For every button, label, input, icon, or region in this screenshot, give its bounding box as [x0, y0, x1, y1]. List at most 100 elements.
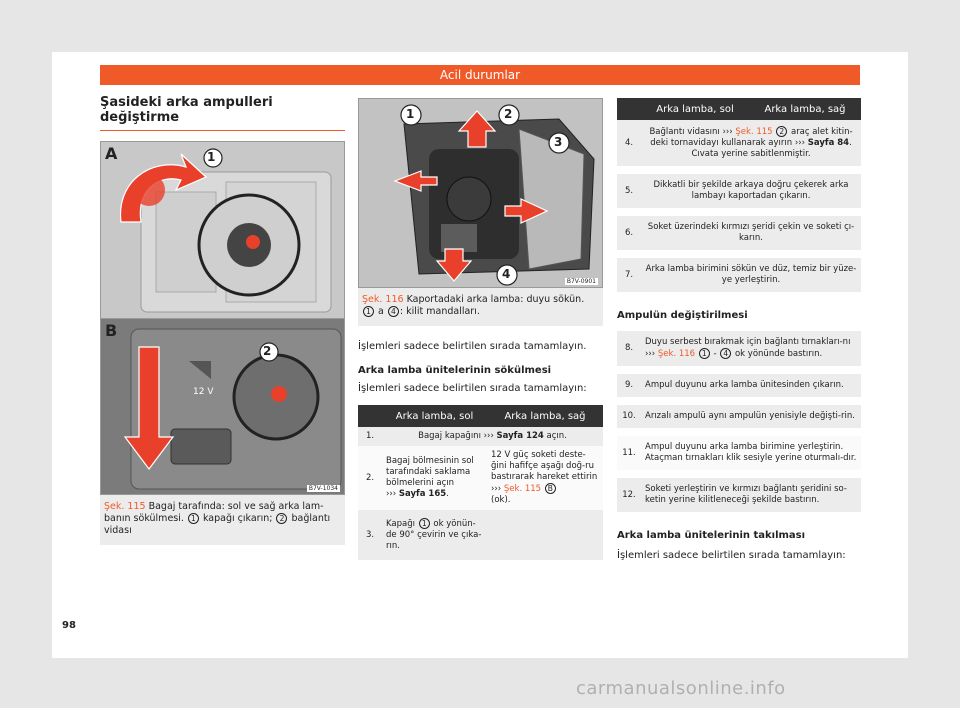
section-subheading: Ampulün değiştirilmesi — [617, 310, 748, 321]
step-number: 1. — [358, 427, 382, 446]
instruction-paragraph: İşlemleri sadece belirtilen sırada tamam… — [617, 550, 846, 561]
step-text-right: 12 V güç soketi deste-ğini hafifçe aşağı… — [487, 446, 603, 510]
step-text-left: Kapağı 1 ok yönün-de 90° çevirin ve çıka… — [382, 510, 487, 560]
figure-tag-a: A — [105, 144, 118, 163]
table-head-blank — [358, 405, 382, 427]
step-number: 12. — [617, 478, 641, 512]
table-head-blank — [617, 98, 641, 120]
table-row: 11. Ampul duyunu arka lamba birimine yer… — [617, 436, 861, 470]
step-number: 3. — [358, 510, 382, 560]
step-number: 6. — [617, 216, 641, 250]
middle-column: 1 2 3 4 B7V-0901 Şek. 116 Kaportadaki ar… — [358, 98, 603, 560]
figure-115-caption: Şek. 115 Bagaj tarafında: sol ve sağ ark… — [100, 495, 345, 545]
step-number: 5. — [617, 174, 641, 208]
step-text-left: Bagaj bölmesinin sol tarafındaki saklama… — [382, 446, 487, 510]
table-head-left: Arka lamba, sol — [382, 405, 487, 427]
number-badge-4: 4 — [387, 306, 399, 317]
step-text: Arızalı ampulü aynı ampulün yenisiyle de… — [641, 405, 861, 428]
figure-ref[interactable]: Şek. 116 — [657, 349, 696, 359]
caption-text: bağlantı vidası — [104, 513, 331, 536]
step-text: Soketi yerleştirin ve kırmızı bağlantı ş… — [641, 478, 861, 512]
section-subheading: Arka lamba ünitelerinin takılması — [617, 530, 806, 541]
figure-code: B7V-0901 — [564, 278, 598, 285]
removal-steps-table-continued: Arka lamba, sol Arka lamba, sağ 4. Bağla… — [617, 98, 861, 292]
caption-text: a — [375, 306, 387, 317]
left-column: Şasideki arka ampulleri değiştirme A 1 — [100, 95, 345, 545]
step-number: 9. — [617, 374, 641, 397]
number-badge-1: 1 — [418, 518, 430, 529]
step-text-right — [487, 510, 603, 560]
caption-text: : kilit mandalları. — [399, 306, 480, 317]
step-number: 10. — [617, 405, 641, 428]
step-text: Ampul duyunu arka lamba birimine yerleşt… — [641, 436, 861, 470]
caption-text: kapağı çıkarın; — [199, 513, 276, 524]
callout-2: 2 — [263, 344, 272, 358]
table-row: 3. Kapağı 1 ok yönün-de 90° çevirin ve ç… — [358, 510, 603, 560]
table-row: 12. Soketi yerleştirin ve kırmızı bağlan… — [617, 478, 861, 512]
figure-ref[interactable]: Şek. 115 — [104, 501, 146, 512]
figure-ref[interactable]: Şek. 115 — [503, 484, 542, 494]
figure-tag-badge: B — [544, 483, 556, 494]
figure-ref[interactable]: Şek. 116 — [362, 294, 404, 305]
table-row: 2. Bagaj bölmesinin sol tarafındaki sakl… — [358, 446, 603, 510]
page-heading: Şasideki arka ampulleri değiştirme — [100, 95, 345, 131]
page-number: 98 — [62, 620, 76, 631]
number-badge-1: 1 — [698, 348, 710, 359]
step-text: Bağlantı vidasını ››› Şek. 115 2 araç al… — [641, 120, 861, 166]
step-number: 8. — [617, 331, 641, 366]
callout-3: 3 — [554, 135, 563, 149]
removal-steps-table: Arka lamba, sol Arka lamba, sağ 1. Bagaj… — [358, 405, 603, 560]
callout-2: 2 — [504, 107, 513, 121]
table-row: 7. Arka lamba birimini sökün ve düz, tem… — [617, 258, 861, 292]
callout-1: 1 — [207, 150, 216, 164]
number-badge-2: 2 — [776, 126, 788, 137]
number-badge-4: 4 — [720, 348, 732, 359]
page-link[interactable]: Sayfa 165 — [398, 489, 447, 499]
figure-116: 1 2 3 4 B7V-0901 — [358, 98, 603, 288]
callout-4: 4 — [502, 267, 511, 281]
step-number: 4. — [617, 120, 641, 166]
callout-1: 1 — [406, 107, 415, 121]
number-badge-1: 1 — [363, 306, 374, 317]
table-row: 4. Bağlantı vidasını ››› Şek. 115 2 araç… — [617, 120, 861, 166]
table-row: 6. Soket üzerindeki kırmızı şeridi çekin… — [617, 216, 861, 250]
label-12v: 12 V — [193, 387, 214, 397]
table-head-right: Arka lamba, sağ — [749, 98, 861, 120]
step-text: Duyu serbest bırakmak için bağlantı tırn… — [641, 331, 861, 366]
number-badge-2: 2 — [276, 513, 288, 524]
figure-116-caption: Şek. 116 Kaportadaki arka lamba: duyu sö… — [358, 288, 603, 326]
step-text: Arka lamba birimini sökün ve düz, temiz … — [641, 258, 861, 292]
section-subheading: Arka lamba ünitelerinin sökülmesi — [358, 365, 552, 376]
table-row: 9. Ampul duyunu arka lamba ünitesinden ç… — [617, 374, 861, 397]
step-text: Dikkatli bir şekilde arkaya doğru çekere… — [641, 174, 861, 208]
page-link[interactable]: Sayfa 84 — [807, 138, 850, 148]
figure-b-illustration — [101, 319, 344, 494]
step-number: 7. — [617, 258, 641, 292]
step-number: 2. — [358, 446, 382, 510]
figure-code: B7V-1034 — [306, 485, 340, 492]
caption-text: Kaportadaki arka lamba: duyu sökün. — [403, 294, 585, 305]
table-head-left: Arka lamba, sol — [641, 98, 750, 120]
figure-a-illustration — [101, 142, 344, 318]
caption-text: Bagaj tarafında: sol ve sağ arka lam-ban… — [104, 501, 324, 524]
right-column: Arka lamba, sol Arka lamba, sağ 4. Bağla… — [617, 98, 861, 562]
figure-115-b: B 2 12 V B7V-1034 — [100, 319, 345, 495]
table-row: 1. Bagaj kapağını ››› Sayfa 124 açın. — [358, 427, 603, 446]
number-badge-1: 1 — [187, 513, 199, 524]
figure-tag-b: B — [105, 321, 118, 340]
section-header-bar: Acil durumlar — [100, 65, 860, 85]
figure-ref[interactable]: Şek. 115 — [735, 127, 773, 137]
table-row: 8. Duyu serbest bırakmak için bağlantı t… — [617, 331, 861, 366]
step-number: 11. — [617, 436, 641, 470]
figure-116-illustration — [359, 99, 602, 287]
watermark: carmanualsonline.info — [576, 678, 786, 699]
figure-115-a: A 1 — [100, 141, 345, 319]
table-row: 10. Arızalı ampulü aynı ampulün yenisiyl… — [617, 405, 861, 428]
page-link[interactable]: Sayfa 124 — [496, 431, 544, 441]
bulb-replacement-table: 8. Duyu serbest bırakmak için bağlantı t… — [617, 331, 861, 512]
step-text: Soket üzerindeki kırmızı şeridi çekin ve… — [641, 216, 861, 250]
instruction-paragraph: İşlemleri sadece belirtilen sırada tamam… — [358, 383, 587, 394]
step-text: Bagaj kapağını ››› Sayfa 124 açın. — [382, 427, 603, 446]
table-head-right: Arka lamba, sağ — [487, 405, 603, 427]
step-text: Ampul duyunu arka lamba ünitesinden çıka… — [641, 374, 861, 397]
